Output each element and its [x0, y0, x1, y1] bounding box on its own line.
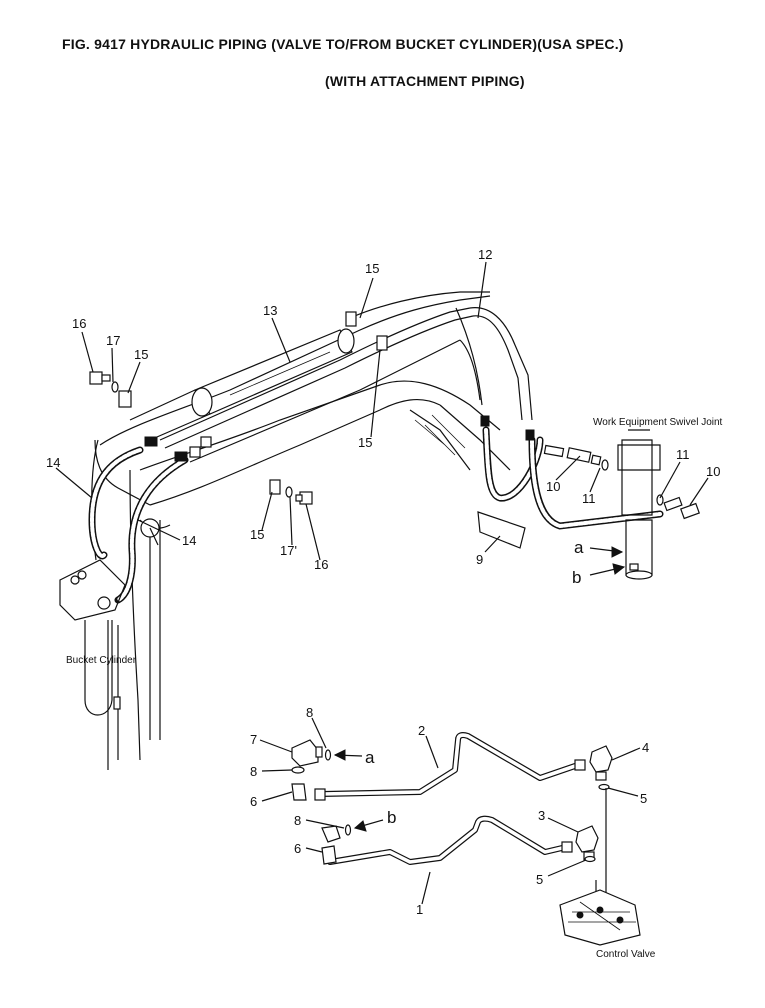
- o-rings-8: [291, 749, 352, 836]
- callout-1: 1: [416, 902, 423, 917]
- port-a-top: a: [574, 538, 584, 557]
- callout-16: 16: [314, 557, 328, 572]
- callout-15: 15: [134, 347, 148, 362]
- port-letters: a b a b: [365, 538, 584, 827]
- callout-3: 3: [538, 808, 545, 823]
- label-bucket-cylinder: Bucket Cylinder: [66, 655, 137, 666]
- port-arrows-bottom: [333, 749, 384, 832]
- pipe-2: [314, 732, 586, 801]
- callout-15: 15: [365, 261, 379, 276]
- callout-numbers: 15 12 13 16 17 15 14 14 15 15 17' 16 9 1…: [46, 247, 720, 917]
- bucket-cylinder: [59, 559, 126, 716]
- callout-7: 7: [250, 732, 257, 747]
- callout-15: 15: [358, 435, 372, 450]
- pipe-1: [327, 815, 573, 865]
- attachment-pipes-12: [159, 291, 533, 463]
- elbow-7: [291, 739, 323, 767]
- callout-5: 5: [640, 791, 647, 806]
- callout-10: 10: [546, 479, 560, 494]
- label-control-valve: Control Valve: [596, 949, 656, 960]
- callout-9: 9: [476, 552, 483, 567]
- hoses-9: [477, 426, 664, 549]
- component-labels: Work Equipment Swivel Joint Bucket Cylin…: [66, 417, 723, 960]
- callout-8: 8: [250, 764, 257, 779]
- callout-11: 11: [582, 491, 596, 506]
- callout-14: 14: [182, 533, 196, 548]
- callout-17-prime: 17': [280, 543, 297, 558]
- port-b-bottom: b: [387, 808, 396, 827]
- elbow-4: [589, 745, 613, 781]
- label-work-equipment-swivel-joint: Work Equipment Swivel Joint: [593, 417, 723, 428]
- boom-structure: [91, 295, 511, 770]
- work-equipment-swivel-joint: [617, 429, 661, 580]
- connectors-6: [291, 783, 341, 865]
- hoses-14: [88, 436, 201, 604]
- callout-8: 8: [306, 705, 313, 720]
- callout-6: 6: [250, 794, 257, 809]
- elbow-3: [575, 825, 599, 861]
- callout-8: 8: [294, 813, 301, 828]
- port-a-bottom: a: [365, 748, 375, 767]
- callout-6: 6: [294, 841, 301, 856]
- leader-lines: [55, 261, 709, 905]
- callout-5: 5: [536, 872, 543, 887]
- callout-15: 15: [250, 527, 264, 542]
- clamps-and-bolts: [89, 311, 388, 505]
- callout-12: 12: [478, 247, 492, 262]
- figure-title: FIG. 9417 HYDRAULIC PIPING (VALVE TO/FRO…: [62, 36, 624, 52]
- fittings-10-11: [480, 415, 700, 520]
- callout-13: 13: [263, 303, 277, 318]
- callout-10: 10: [706, 464, 720, 479]
- boom-cylinder: [129, 328, 355, 441]
- control-valve: [559, 788, 641, 946]
- callout-4: 4: [642, 740, 649, 755]
- figure-subtitle: (WITH ATTACHMENT PIPING): [325, 73, 525, 89]
- port-arrows-top: [589, 546, 626, 576]
- callout-16: 16: [72, 316, 86, 331]
- callout-2: 2: [418, 723, 425, 738]
- port-b-top: b: [572, 568, 581, 587]
- callout-17: 17: [106, 333, 120, 348]
- callout-11: 11: [676, 447, 690, 462]
- callout-14: 14: [46, 455, 60, 470]
